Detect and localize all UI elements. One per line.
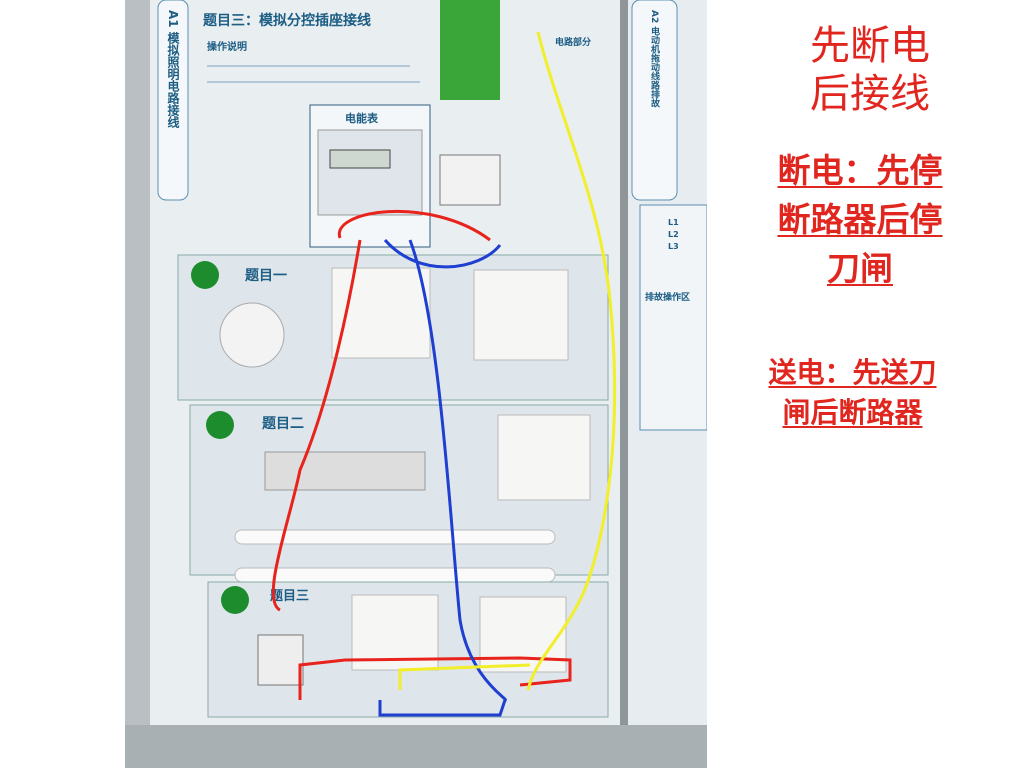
power-off-line-1: 断电：先停: [777, 151, 943, 190]
circuit-breaker: [440, 0, 500, 100]
socket-1: [351, 594, 439, 671]
task2-label: 题目二: [262, 416, 304, 432]
panel-a2-side-label: A2 电动机拖动线路排故: [649, 10, 660, 108]
phase-l3: L3: [668, 242, 679, 251]
training-board-photo: A1 模拟照明电路接线 题目三：模拟分控插座接线 操作说明 电能表 题目一 题目…: [125, 0, 707, 768]
lamp-holder: [219, 302, 285, 368]
task3-title: 题目三：模拟分控插座接线: [203, 12, 371, 29]
rcd-breaker: [439, 154, 501, 206]
title-line-2: 后接线: [810, 71, 930, 117]
knife-switch: [257, 634, 304, 686]
indicator-lamp: [191, 261, 219, 289]
power-on-line-2: 闸后断路器: [782, 396, 923, 429]
ballast: [264, 451, 426, 491]
title-note: 先断电 后接线: [770, 22, 970, 118]
fault-area-label: 排故操作区: [645, 291, 690, 303]
phase-l2: L2: [668, 230, 679, 239]
title-line-1: 先断电: [810, 23, 930, 69]
switch-1[interactable]: [331, 267, 431, 359]
power-off-line-2: 断路器后停: [777, 200, 943, 239]
blue-wire: [378, 239, 507, 717]
fluorescent-tube-2: [234, 567, 556, 583]
fluorescent-tube-1: [234, 529, 556, 545]
task1-label: 题目一: [245, 268, 287, 284]
phase-l1: L1: [668, 218, 679, 227]
power-off-note: 断电：先停 断路器后停 刀闸: [745, 146, 975, 293]
panel-a1-side-label: A1 模拟照明电路接线: [166, 10, 180, 128]
red-wire: [337, 209, 491, 242]
task3-label: 题目三: [270, 589, 309, 604]
power-on-line-1: 送电：先送刀: [768, 356, 937, 389]
circuit-label: 电路部分: [555, 36, 591, 48]
instructions-heading: 操作说明: [207, 40, 247, 53]
meter-display: [329, 149, 391, 169]
switch-3[interactable]: [497, 414, 591, 501]
switch-2[interactable]: [473, 269, 569, 361]
power-off-line-3: 刀闸: [827, 249, 893, 288]
power-on-note: 送电：先送刀 闸后断路器: [735, 353, 970, 433]
yellow-wire: [398, 31, 617, 691]
meter-label: 电能表: [345, 111, 379, 125]
